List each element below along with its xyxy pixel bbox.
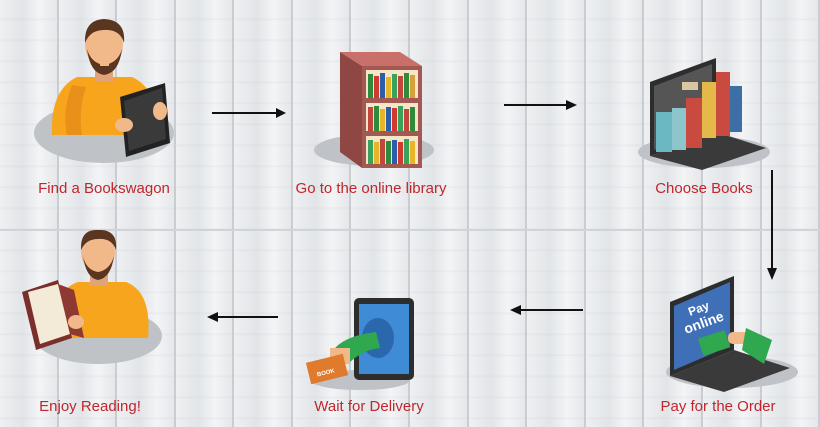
step-label-wait-delivery: Wait for Delivery [314,398,424,415]
man-with-tablet-icon [34,19,174,163]
arrow-left-icon [510,305,583,315]
arrow-right-icon [212,108,286,118]
man-reading-book-icon [22,230,162,364]
laptop-pay-online-icon: Pay online [666,276,798,392]
step-label-choose-books: Choose Books [655,180,753,197]
step-label-find-bookswagon: Find a Bookswagon [38,180,170,197]
step-label-online-library: Go to the online library [295,180,447,197]
arrow-down-icon [767,170,777,280]
tablet-delivery-icon: BOOK [305,298,414,390]
laptop-with-books-icon [638,58,770,170]
package-book-text: BOOK [317,368,337,378]
step-label-enjoy-reading: Enjoy Reading! [39,398,141,415]
pay-screen-line1: Pay [686,298,711,319]
arrow-right-icon [504,100,577,110]
arrow-left-icon [207,312,278,322]
bookshelf-icon [314,52,434,168]
step-label-pay-order: Pay for the Order [660,398,776,415]
